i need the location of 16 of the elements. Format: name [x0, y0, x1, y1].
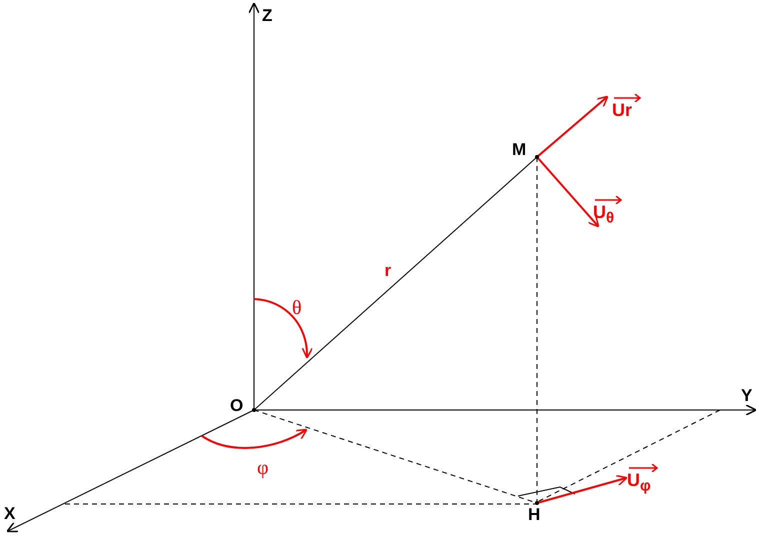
- vector-arrow: [536, 156, 600, 228]
- point-label: H: [528, 500, 548, 525]
- vector-label: U$_{θ}$: [593, 194, 623, 228]
- line: [536, 156, 538, 504]
- vector-label: U$_{φ}$: [627, 462, 659, 496]
- vector-arrow: [536, 96, 608, 158]
- point-label: M: [512, 140, 540, 160]
- angle-label: φ: [257, 458, 269, 478]
- line: [254, 156, 538, 410]
- angle-label: θ: [292, 298, 302, 318]
- vector-label: Ur: [612, 92, 642, 120]
- axis-label: Z: [262, 6, 272, 26]
- point-label: O: [230, 396, 257, 414]
- axis-label: X: [4, 504, 16, 524]
- vector-arrow: [536, 474, 628, 504]
- axis-label: Y: [741, 386, 752, 406]
